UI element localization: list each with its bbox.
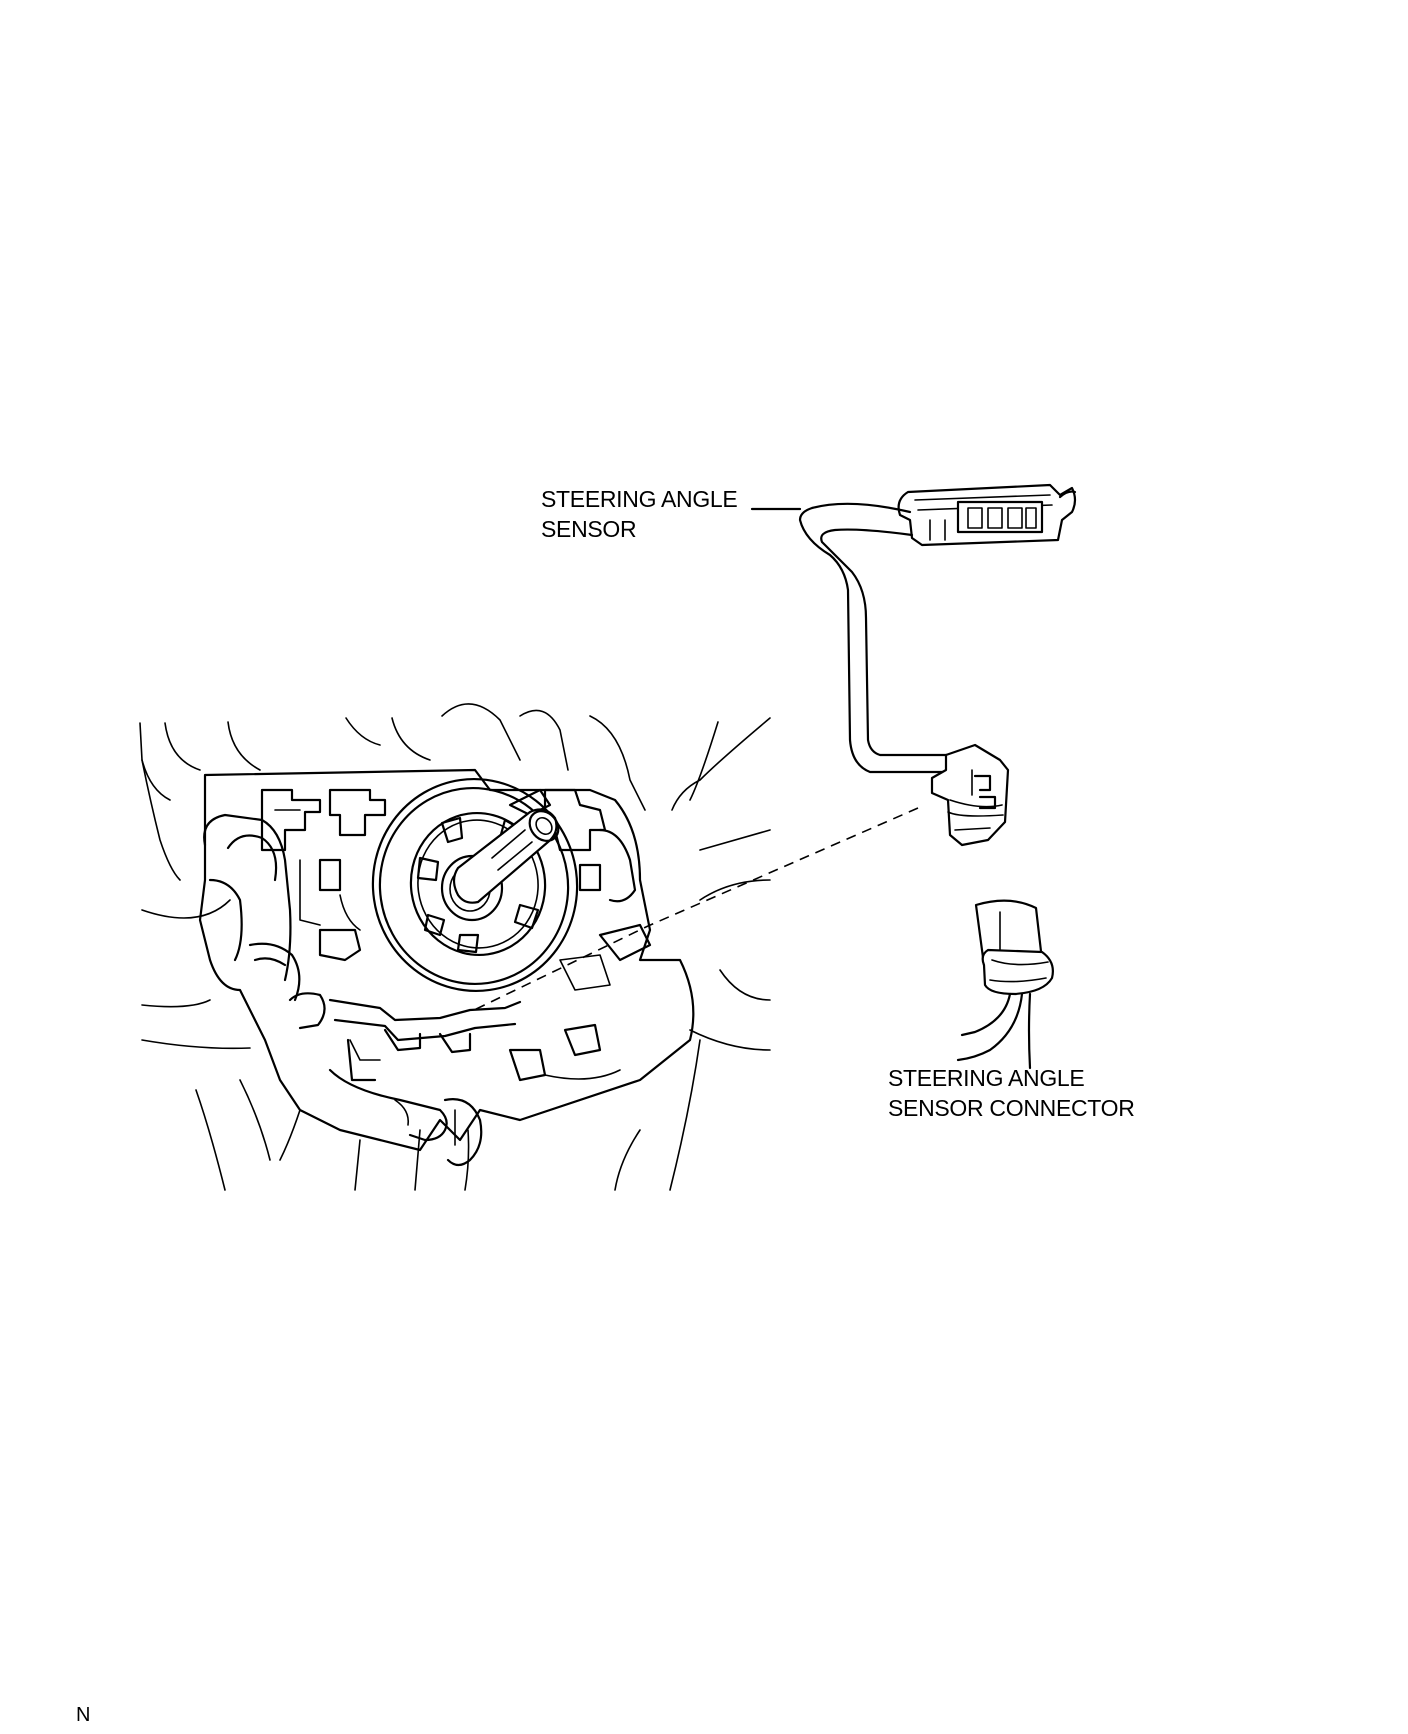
sensor-label-line1: STEERING ANGLE (541, 486, 738, 512)
steering-column-illustration (139, 703, 771, 1191)
connector-label-line2: SENSOR CONNECTOR (888, 1095, 1135, 1121)
vehicle-connector-icon (956, 899, 1054, 1070)
mating-leader-line (469, 807, 919, 1013)
steering-angle-sensor-icon (798, 483, 1077, 847)
sensor-label-line2: SENSOR (541, 516, 637, 542)
steering-angle-sensor-connector-label: STEERING ANGLE SENSOR CONNECTOR (888, 1063, 1135, 1123)
connector-label-line1: STEERING ANGLE (888, 1065, 1085, 1091)
reference-code: N (76, 1704, 91, 1726)
steering-angle-sensor-label: STEERING ANGLE SENSOR (541, 484, 738, 544)
